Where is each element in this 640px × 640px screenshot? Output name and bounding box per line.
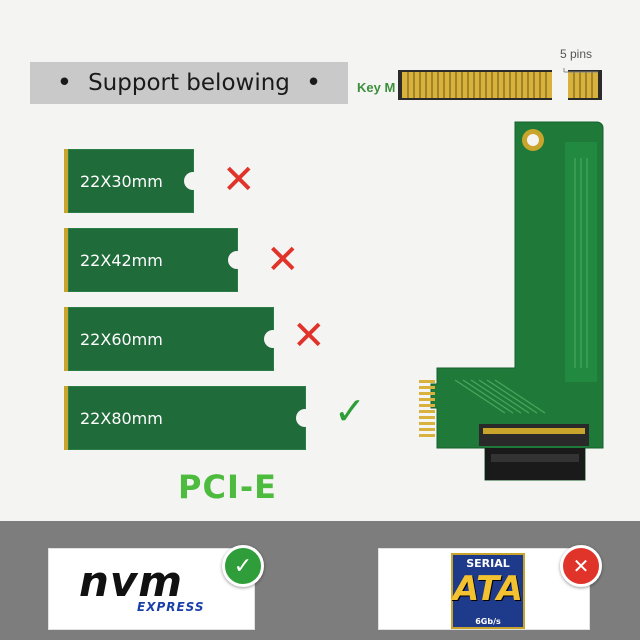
pcie-label: PCI-E	[178, 468, 277, 506]
sata-logo-serial-text: SERIAL	[466, 557, 510, 570]
sata-unsupported-cross-icon: ✕	[560, 545, 602, 587]
banner-title: Support belowing	[88, 70, 290, 96]
ssd-22x30: 22X30mm	[64, 149, 202, 213]
adapter-board-image	[419, 121, 604, 481]
nvme-supported-check-icon: ✓	[222, 545, 264, 587]
ssd-size-label: 22X60mm	[80, 329, 163, 349]
bullet-left: •	[56, 68, 73, 98]
sata-logo-ata-text: ATA	[453, 569, 523, 609]
ssd-notch	[228, 251, 246, 269]
cross-icon: ✕	[292, 313, 326, 359]
ssd-notch	[296, 409, 314, 427]
ssd-size-label: 22X30mm	[80, 171, 163, 191]
key-m-label: Key M	[357, 80, 396, 95]
key-m-connector-image	[398, 68, 602, 102]
ssd-22x80: 22X80mm	[64, 386, 314, 450]
ssd-22x60: 22X60mm	[64, 307, 282, 371]
sata-logo: SERIAL ATA 6Gb/s	[451, 553, 525, 629]
nvme-logo-text: nvm	[79, 557, 184, 606]
bullet-right: •	[305, 68, 322, 98]
ssd-notch	[264, 330, 282, 348]
support-banner: • Support belowing •	[30, 62, 348, 104]
ssd-22x42: 22X42mm	[64, 228, 246, 292]
ssd-size-label: 22X42mm	[80, 250, 163, 270]
pins-label: 5 pins	[560, 47, 593, 61]
nvme-logo-box: nvm EXPRESS	[48, 548, 255, 630]
sata-logo-speed-text: 6Gb/s	[475, 617, 501, 626]
cross-icon: ✕	[222, 157, 256, 203]
checkmark-icon: ✓	[334, 389, 366, 433]
nvme-logo-subtext: EXPRESS	[137, 600, 205, 614]
cross-icon: ✕	[266, 237, 300, 283]
ssd-size-label: 22X80mm	[80, 408, 163, 428]
ssd-notch	[184, 172, 202, 190]
sata-logo-box: SERIAL ATA 6Gb/s	[378, 548, 590, 630]
